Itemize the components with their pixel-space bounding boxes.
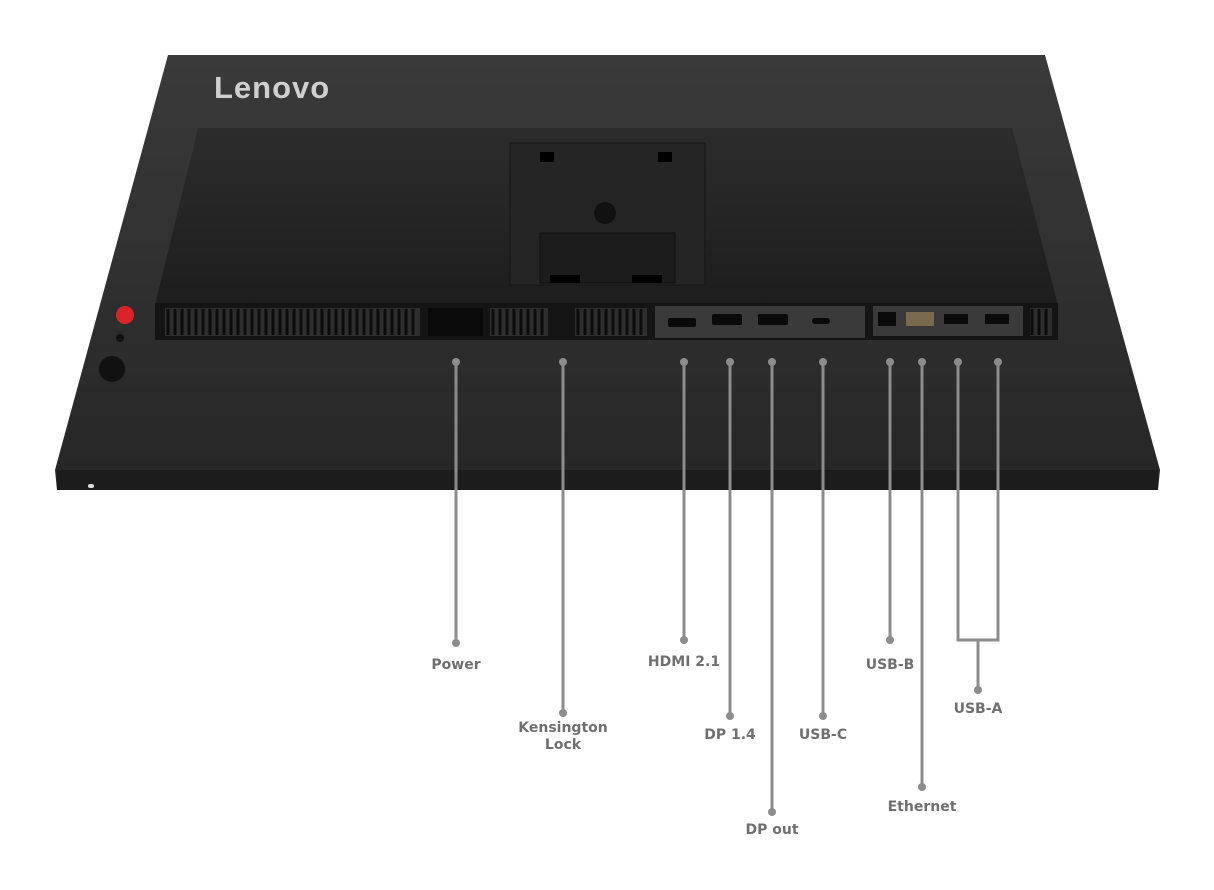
leader-dot	[994, 358, 1002, 366]
leader-dot	[726, 712, 734, 720]
leader-dot	[726, 358, 734, 366]
leader-dot	[768, 808, 776, 816]
leader-dot	[559, 709, 567, 717]
port-label-power: Power	[431, 657, 481, 673]
port-label-usb-a: USB-A	[953, 701, 1003, 717]
leader-dot	[954, 358, 962, 366]
port-label-hdmi-2-1: HDMI 2.1	[647, 654, 721, 670]
port-label-usb-c: USB-C	[798, 727, 848, 743]
dp-in-port	[712, 314, 742, 325]
port-label-dp-out: DP out	[745, 822, 799, 838]
leader-dot	[819, 712, 827, 720]
leader-dot	[819, 358, 827, 366]
leader-dot	[886, 358, 894, 366]
power-button	[99, 356, 125, 382]
leader-dot	[886, 636, 894, 644]
ethernet-port	[906, 312, 934, 326]
leader-dot	[559, 358, 567, 366]
leader-dot	[680, 636, 688, 644]
dp-out-port	[758, 314, 788, 325]
usb-a-port-1	[944, 314, 968, 324]
leader-dot	[452, 639, 460, 647]
usb-a-port-2	[985, 314, 1009, 324]
leader-dot	[680, 358, 688, 366]
port-label-kensington-lock: Kensington Lock	[518, 720, 608, 753]
joystick-button	[116, 306, 134, 324]
port-label-usb-b: USB-B	[865, 657, 915, 673]
leader-dot	[918, 358, 926, 366]
power-port	[428, 308, 483, 336]
leader-dot	[918, 783, 926, 791]
usb-b-port	[878, 312, 896, 326]
port-label-ethernet: Ethernet	[887, 799, 957, 815]
power-led	[88, 484, 94, 488]
usb-c-port	[812, 318, 830, 324]
leader-dot	[768, 358, 776, 366]
leader-dot	[974, 686, 982, 694]
port-label-dp-1-4: DP 1.4	[704, 727, 756, 743]
hdmi-port	[668, 318, 696, 327]
lenovo-logo: Lenovo	[214, 70, 331, 105]
leader-dot	[452, 358, 460, 366]
